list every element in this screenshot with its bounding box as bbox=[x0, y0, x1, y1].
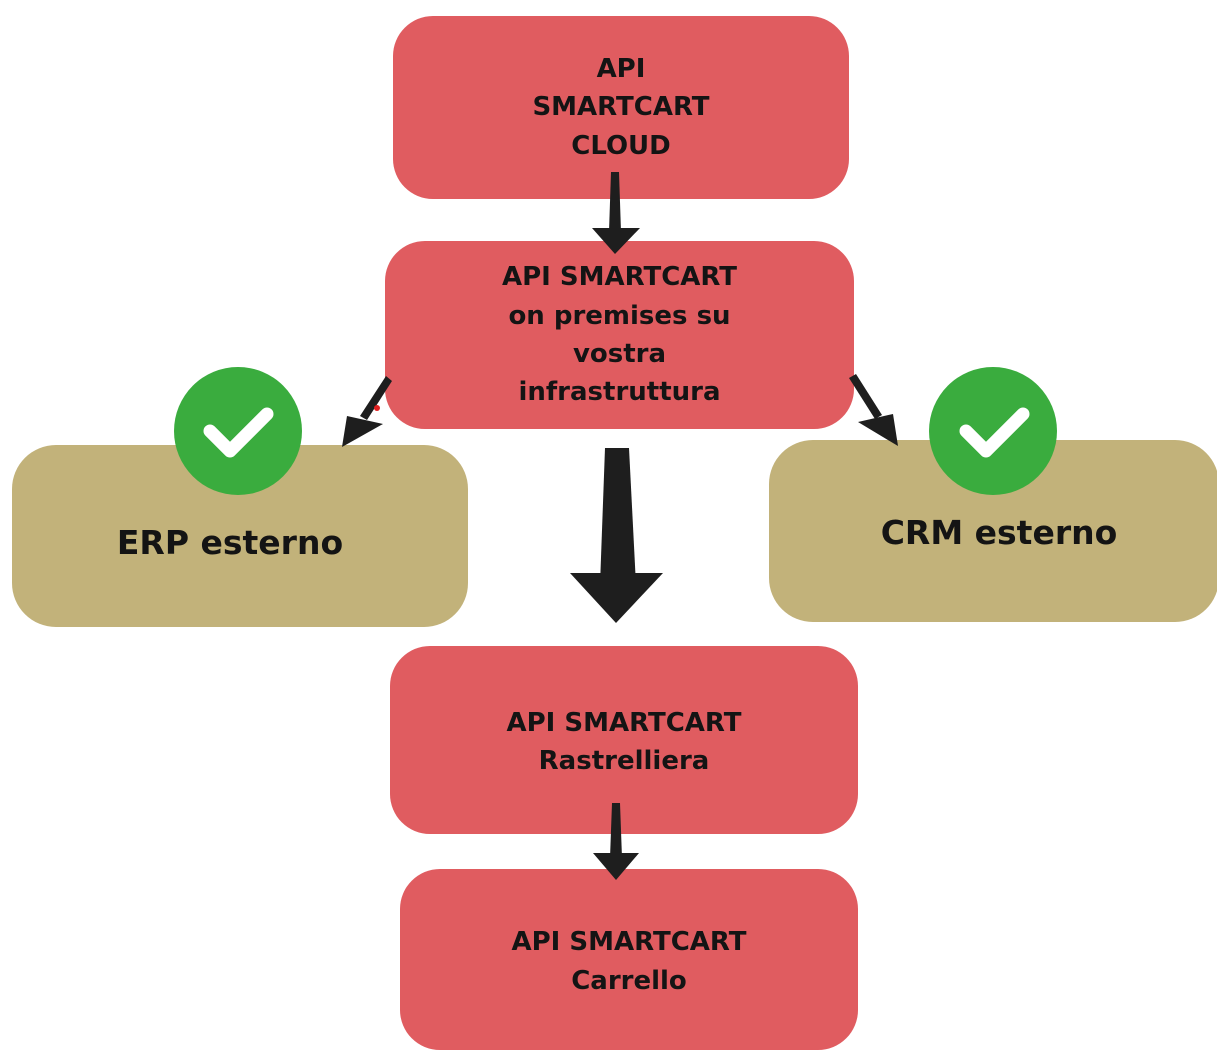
node-crm-esterno: CRM esterno bbox=[769, 440, 1217, 622]
node-label: CRM esterno bbox=[880, 513, 1118, 553]
node-api-smartcart-cloud: API SMARTCART CLOUD bbox=[393, 16, 849, 199]
node-label: ERP esterno bbox=[116, 523, 344, 563]
node-erp-esterno: ERP esterno bbox=[12, 445, 468, 627]
arrow-premises-to-rastrelliera bbox=[570, 448, 663, 623]
node-label-line: API SMARTCART bbox=[506, 707, 742, 738]
node-label-line: Carrello bbox=[571, 965, 687, 996]
node-api-smartcart-carrello: API SMARTCART Carrello bbox=[400, 869, 858, 1050]
node-label-line: infrastruttura bbox=[518, 377, 721, 408]
node-api-smartcart-on-premises: API SMARTCART on premises su vostra infr… bbox=[385, 241, 854, 429]
node-label-line: API bbox=[596, 53, 646, 84]
node-label-line: CLOUD bbox=[571, 130, 671, 161]
node-label-line: API SMARTCART bbox=[511, 927, 747, 958]
node-label-line: SMARTCART bbox=[532, 92, 710, 123]
node-label-line: API SMARTCART bbox=[501, 262, 737, 293]
node-api-smartcart-rastrelliera: API SMARTCART Rastrelliera bbox=[390, 646, 858, 834]
arrow-premises-to-crm bbox=[849, 374, 898, 446]
node-label-line: vostra bbox=[572, 339, 667, 369]
node-label-line: Rastrelliera bbox=[538, 746, 710, 776]
stray-dot bbox=[374, 405, 380, 411]
node-label-line: on premises su bbox=[508, 300, 731, 331]
